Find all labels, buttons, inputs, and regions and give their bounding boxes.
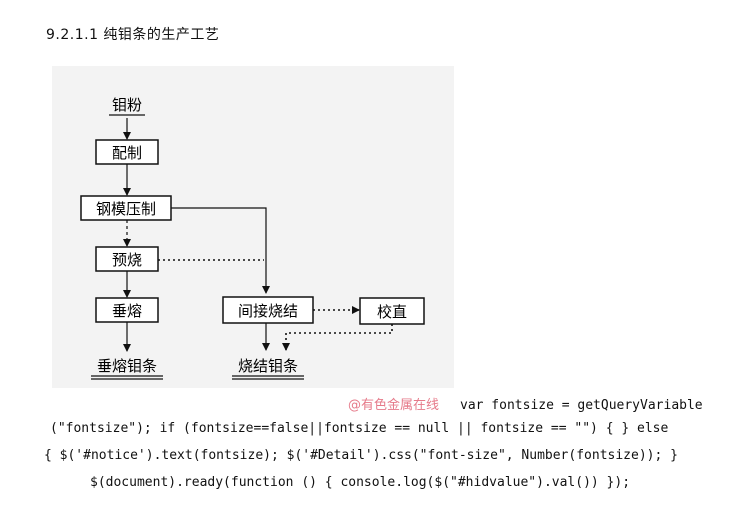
script-text-line-2: ("fontsize"); if (fontsize==false||fonts… bbox=[50, 421, 669, 436]
flow-svg: 钼粉 配制 钢模压制 预烧 bbox=[80, 96, 425, 380]
node-press-label: 钢模压制 bbox=[96, 200, 156, 218]
node-straighten-label: 校直 bbox=[377, 303, 407, 321]
node-out2-label: 烧结钼条 bbox=[238, 357, 298, 375]
watermark-text: @有色金属在线 bbox=[348, 398, 440, 413]
node-vertical-label: 垂熔 bbox=[112, 302, 142, 320]
node-indirect-sinter: 间接烧结 bbox=[222, 296, 314, 324]
node-raw-label: 钼粉 bbox=[112, 96, 142, 114]
node-out1-label: 垂熔钼条 bbox=[97, 357, 157, 375]
node-straighten: 校直 bbox=[359, 297, 425, 325]
script-text-line-3: { $('#notice').text(fontsize); $('#Detai… bbox=[44, 448, 678, 463]
script-text-line-4: $(document).ready(function () { console.… bbox=[90, 475, 631, 490]
node-mix-label: 配制 bbox=[112, 144, 142, 162]
node-raw-material: 钼粉 bbox=[109, 96, 145, 116]
node-presinter-label: 预烧 bbox=[112, 251, 142, 269]
arrow-straighten-out2 bbox=[282, 324, 393, 351]
section-heading: 9.2.1.1 纯钼条的生产工艺 bbox=[46, 27, 220, 43]
node-mix: 配制 bbox=[95, 139, 159, 165]
arrow-press-indirect bbox=[171, 207, 270, 294]
node-press: 钢模压制 bbox=[80, 195, 172, 221]
node-vertical-melt: 垂熔 bbox=[95, 297, 159, 323]
process-flow-diagram: 钼粉 配制 钢模压制 预烧 bbox=[52, 66, 454, 388]
node-output-vertical-bar: 垂熔钼条 bbox=[91, 357, 163, 380]
node-output-sintered-bar: 烧结钼条 bbox=[232, 357, 304, 380]
node-presinter: 预烧 bbox=[95, 246, 159, 272]
node-indirect-label: 间接烧结 bbox=[238, 302, 298, 320]
script-text-line-1: var fontsize = getQueryVariable bbox=[460, 398, 703, 413]
